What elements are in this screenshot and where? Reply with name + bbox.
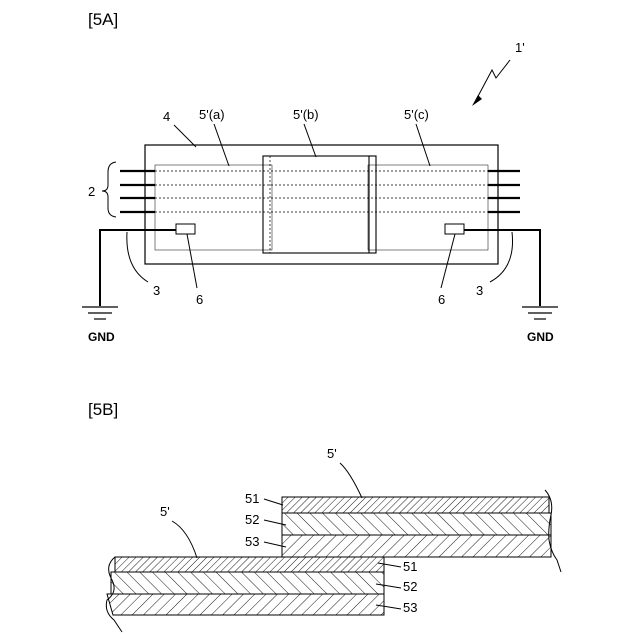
label-sheet-lower: 5' xyxy=(160,504,170,519)
label-device: 1' xyxy=(515,40,525,55)
label-sheet-c: 5'(c) xyxy=(404,107,429,122)
label-gnd-right: GND xyxy=(527,330,554,344)
panel-5a-title: [5A] xyxy=(88,10,118,29)
ground-symbol-right xyxy=(522,307,558,319)
label-lower-layer-52: 52 xyxy=(403,579,417,594)
label-upper-layer-53: 53 xyxy=(245,534,259,549)
electrode-right xyxy=(445,224,464,234)
label-lower-layer-53: 53 xyxy=(403,600,417,615)
leader-sheet-b xyxy=(304,124,316,157)
lower-layer-53 xyxy=(107,594,384,615)
leader-sheet-upper xyxy=(340,463,362,498)
label-ground-lead-right: 3 xyxy=(476,283,483,298)
label-housing: 4 xyxy=(163,109,170,124)
leader-upper-layer-51 xyxy=(264,499,283,505)
leader-electrode-right xyxy=(441,234,455,288)
label-ground-lead-left: 3 xyxy=(153,283,160,298)
lower-layer-52 xyxy=(111,572,384,594)
device-leader-arrowhead xyxy=(472,95,482,106)
label-lower-layer-51: 51 xyxy=(403,559,417,574)
label-upper-layer-52: 52 xyxy=(245,512,259,527)
panel-5b-title: [5B] xyxy=(88,400,118,419)
label-sheet-upper: 5' xyxy=(327,446,337,461)
upper-layer-52 xyxy=(282,513,551,535)
label-sheet-a: 5'(a) xyxy=(199,107,225,122)
electrode-left xyxy=(176,224,195,234)
panel-5a: [5A] 1' 2 xyxy=(82,10,558,344)
ground-symbol-left xyxy=(82,307,118,319)
upper-layer-53 xyxy=(282,535,551,557)
wire-brace xyxy=(102,162,116,217)
leader-housing xyxy=(174,125,196,147)
sheet-b xyxy=(263,156,376,253)
lower-sheet xyxy=(106,557,384,632)
sheet-a xyxy=(155,165,272,250)
label-wires: 2 xyxy=(88,184,95,199)
lower-layer-51 xyxy=(115,557,384,572)
label-gnd-left: GND xyxy=(88,330,115,344)
ground-lead-left xyxy=(100,230,176,306)
label-electrode-left: 6 xyxy=(196,292,203,307)
leader-ground-lead-right xyxy=(490,232,513,282)
sheet-c xyxy=(368,165,488,250)
label-sheet-b: 5'(b) xyxy=(293,107,319,122)
leader-sheet-lower xyxy=(172,521,197,558)
leader-electrode-left xyxy=(187,234,197,288)
label-electrode-right: 6 xyxy=(438,292,445,307)
label-upper-layer-51: 51 xyxy=(245,491,259,506)
upper-layer-51 xyxy=(282,497,549,513)
panel-5b: [5B] 5' 5' 51 52 53 51 52 5 xyxy=(88,400,561,632)
device-leader-zigzag xyxy=(476,60,510,100)
